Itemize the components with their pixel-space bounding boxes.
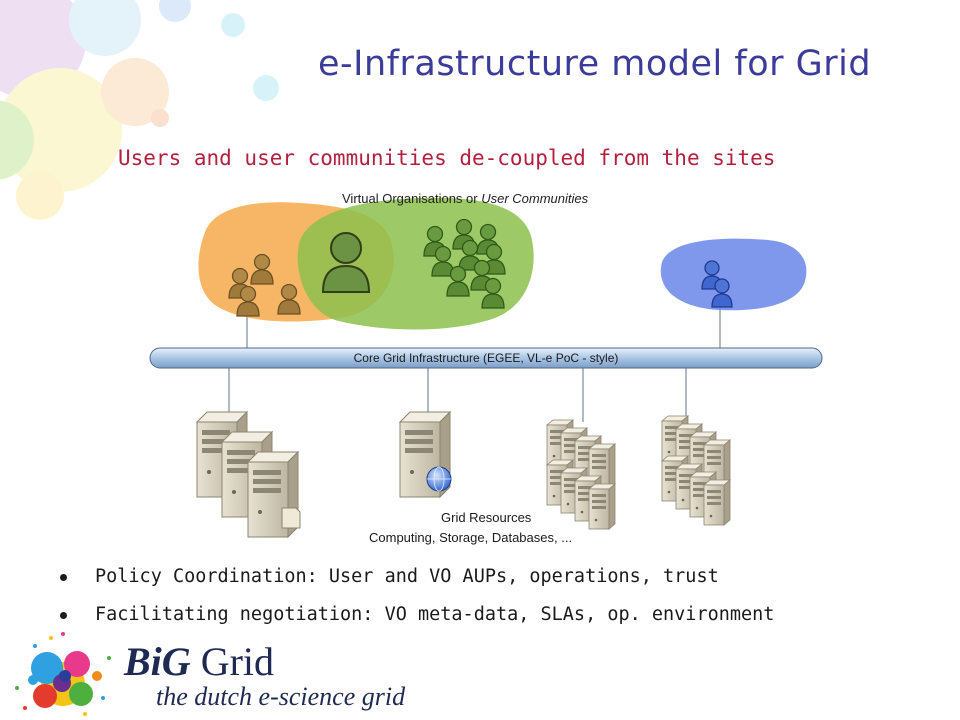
puzzle-piece [0, 68, 122, 192]
blue-community-blob [660, 238, 807, 311]
bullet-dot [60, 574, 67, 581]
user-icon [321, 232, 371, 293]
puzzle-piece [16, 172, 64, 220]
puzzle-piece [101, 58, 169, 126]
logo-brand-bold: BiG [124, 639, 191, 684]
connector-lines [228, 300, 721, 450]
puzzle-piece [0, 100, 34, 180]
bullet-text: Policy Coordination: User and VO AUPs, o… [95, 566, 719, 587]
resources-label-line2: Computing, Storage, Databases, ... [369, 530, 572, 545]
big-grid-logo-icon [15, 632, 111, 716]
puzzle-dot [151, 109, 169, 127]
green-community-blob [297, 197, 534, 330]
server-rack-icon [661, 415, 731, 526]
vo-label: Virtual Organisations or User Communitie… [342, 191, 589, 206]
puzzle-piece [159, 0, 191, 22]
decorative-puzzle-corner [0, 0, 279, 220]
puzzle-piece [69, 0, 141, 56]
bullet-list: Policy Coordination: User and VO AUPs, o… [60, 562, 774, 638]
core-infrastructure-bar [149, 347, 823, 369]
server-rack-icon [546, 419, 616, 530]
logo-brand-rest: Grid [190, 639, 275, 684]
logo-tagline: the dutch e-science grid [156, 682, 406, 711]
puzzle-dot [253, 75, 279, 101]
server-icon [196, 411, 301, 538]
bullet-text: Facilitating negotiation: VO meta-data, … [95, 604, 775, 625]
puzzle-dot [221, 13, 245, 37]
infrastructure-label: Core Grid Infrastructure (EGEE, VL-e PoC… [354, 351, 619, 365]
bullet-item: Facilitating negotiation: VO meta-data, … [60, 600, 774, 638]
bullet-dot [60, 612, 67, 619]
big-grid-logo: BiG Grid [124, 638, 274, 685]
globe-icon [426, 466, 452, 492]
slide-title: e-Infrastructure model for Grid [318, 44, 872, 84]
resources-label-line1: Grid Resources [441, 510, 532, 525]
slide-subtitle: Users and user communities de-coupled fr… [118, 146, 776, 170]
bullet-item: Policy Coordination: User and VO AUPs, o… [60, 562, 774, 600]
vo-label-plain: Virtual Organisations or [342, 191, 481, 206]
vo-label-italic: User Communities [481, 191, 588, 206]
grid-infrastructure-diagram: Virtual Organisations or User Communitie… [149, 191, 823, 545]
